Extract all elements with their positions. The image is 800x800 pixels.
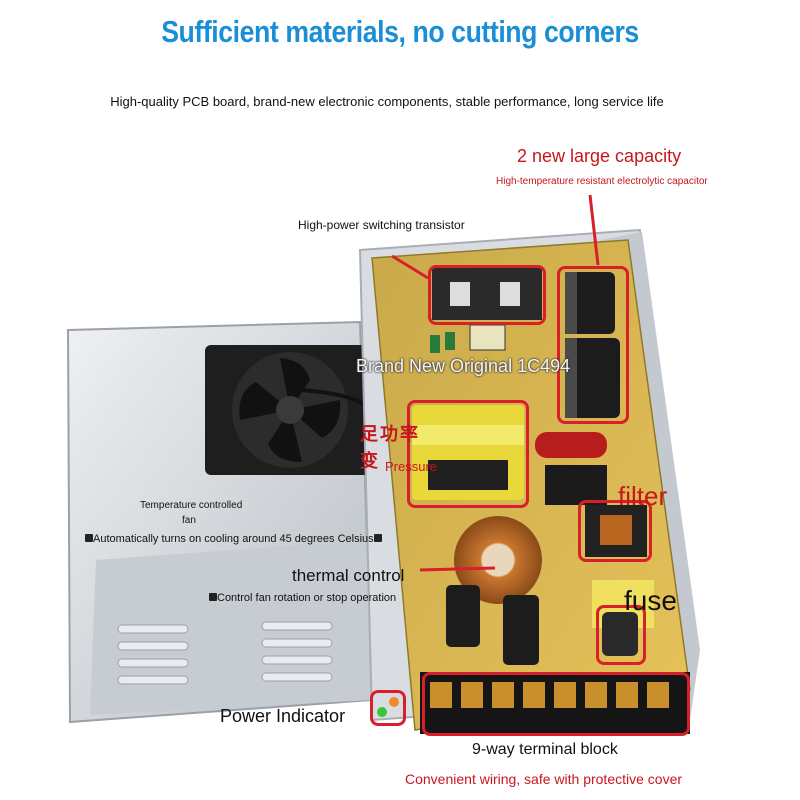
fan-description: Automatically turns on cooling around 45… — [85, 533, 382, 546]
capacitor-label: 2 new large capacity — [517, 146, 682, 166]
ic-label: Brand New Original 1C494 — [356, 356, 571, 376]
thermal-description: Control fan rotation or stop operation — [209, 592, 396, 605]
fuse-label: fuse — [624, 585, 677, 616]
page-subtitle: High-quality PCB board, brand-new electr… — [110, 94, 664, 109]
capacitor-sublabel: High-temperature resistant electrolytic … — [496, 176, 708, 187]
bullet-icon — [209, 593, 217, 601]
transformer-callout-ring — [407, 400, 529, 508]
filter-callout-ring — [578, 500, 652, 562]
transistor-callout-ring — [428, 265, 546, 325]
fuse-callout-ring — [596, 605, 646, 665]
large-capacitors — [565, 272, 620, 418]
transformer — [412, 405, 524, 500]
filter-label: filter — [618, 481, 668, 511]
transistor-label: High-power switching transistor — [298, 218, 465, 232]
terminal-block-illustration — [420, 672, 690, 734]
bullet-icon — [373, 534, 382, 542]
terminal-label: 9-way terminal block — [472, 741, 618, 758]
transformer-cn-label-2: 变 — [360, 451, 378, 471]
indicator-callout-ring — [370, 690, 406, 726]
terminal-callout-ring — [422, 672, 690, 736]
capacitor-callout-ring — [557, 266, 629, 424]
thermal-label: thermal control — [292, 566, 405, 585]
page-title: Sufficient materials, no cutting corners — [161, 14, 639, 49]
power-indicator-label: Power Indicator — [220, 706, 346, 726]
terminal-description: Convenient wiring, safe with protective … — [405, 771, 683, 787]
transformer-en-label: Pressure — [385, 459, 438, 474]
transformer-cn-label-1: 足功率 — [360, 424, 420, 444]
thermal-description-text: Control fan rotation or stop operation — [217, 592, 397, 604]
bullet-icon — [85, 534, 93, 542]
fan-label: Temperature controlled — [140, 500, 243, 511]
fan-label-2: fan — [182, 515, 196, 526]
fan-description-text: Automatically turns on cooling around 45… — [93, 533, 374, 545]
